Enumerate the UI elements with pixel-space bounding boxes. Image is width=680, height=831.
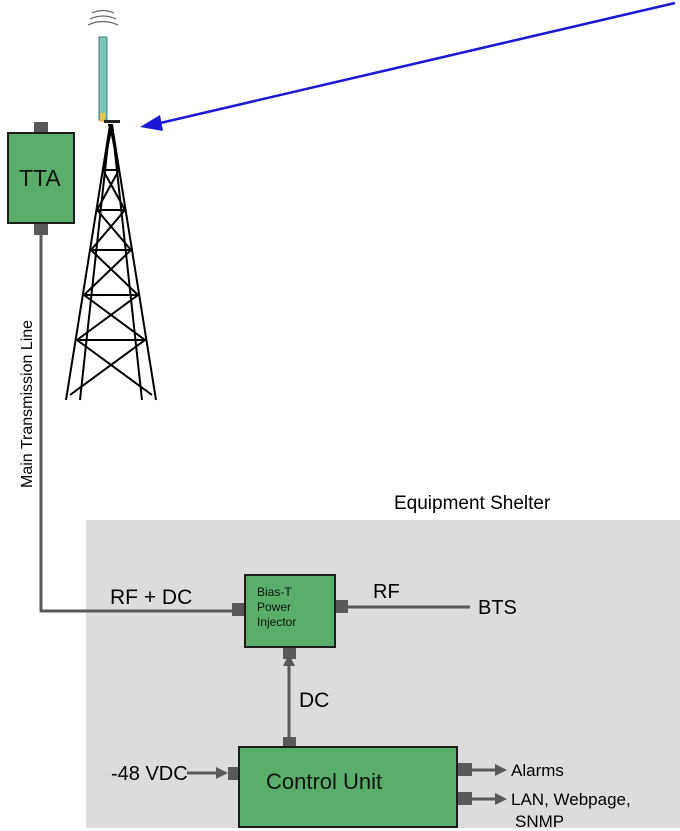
rf-dc-label: RF + DC bbox=[110, 586, 193, 609]
main-transmission-line bbox=[39, 231, 232, 613]
bias-t-label-line3: Injector bbox=[257, 615, 297, 629]
lan-webpage-label: LAN, Webpage, bbox=[511, 790, 631, 809]
bias-t-power-injector-box: Bias-T Power Injector bbox=[244, 574, 336, 648]
control-unit-lan-connector bbox=[458, 792, 472, 805]
equipment-shelter-label: Equipment Shelter bbox=[394, 493, 551, 514]
antenna-mount-icon bbox=[104, 120, 120, 123]
main-transmission-line-label: Main Transmission Line bbox=[19, 319, 36, 488]
alarms-arrow bbox=[472, 764, 507, 776]
rf-label: RF bbox=[373, 581, 400, 603]
bias-t-rf-connector bbox=[335, 600, 348, 613]
tta-top-connector bbox=[34, 122, 48, 134]
lan-arrow bbox=[472, 793, 507, 805]
lattice-tower-icon bbox=[65, 124, 157, 401]
pointer-arrow bbox=[140, 1, 676, 131]
bias-t-dc-connector bbox=[283, 647, 296, 659]
bias-t-label-line1: Bias-T bbox=[257, 585, 292, 599]
control-unit-label: Control Unit bbox=[266, 769, 383, 794]
bias-t-rf-dc-connector bbox=[232, 603, 246, 616]
snmp-label: SNMP bbox=[515, 812, 565, 831]
dc-arrow bbox=[283, 654, 295, 741]
tta-box: TTA bbox=[7, 132, 75, 224]
dc-label: DC bbox=[299, 689, 330, 712]
control-unit-dc-connector bbox=[283, 737, 296, 748]
radio-wave-icon bbox=[87, 9, 119, 26]
antenna-base-icon bbox=[100, 113, 105, 122]
antenna-icon bbox=[98, 36, 108, 121]
vdc-arrow bbox=[187, 767, 228, 779]
bts-label: BTS bbox=[478, 597, 517, 619]
bias-t-label-line2: Power bbox=[257, 600, 292, 614]
tta-label: TTA bbox=[19, 165, 61, 191]
vdc-input-label: -48 VDC bbox=[111, 763, 188, 785]
control-unit-vdc-connector bbox=[228, 767, 240, 780]
control-unit-alarm-connector bbox=[458, 763, 472, 776]
control-unit-box: Control Unit bbox=[238, 746, 458, 828]
alarms-label: Alarms bbox=[511, 761, 564, 780]
tta-bottom-connector bbox=[34, 223, 48, 235]
